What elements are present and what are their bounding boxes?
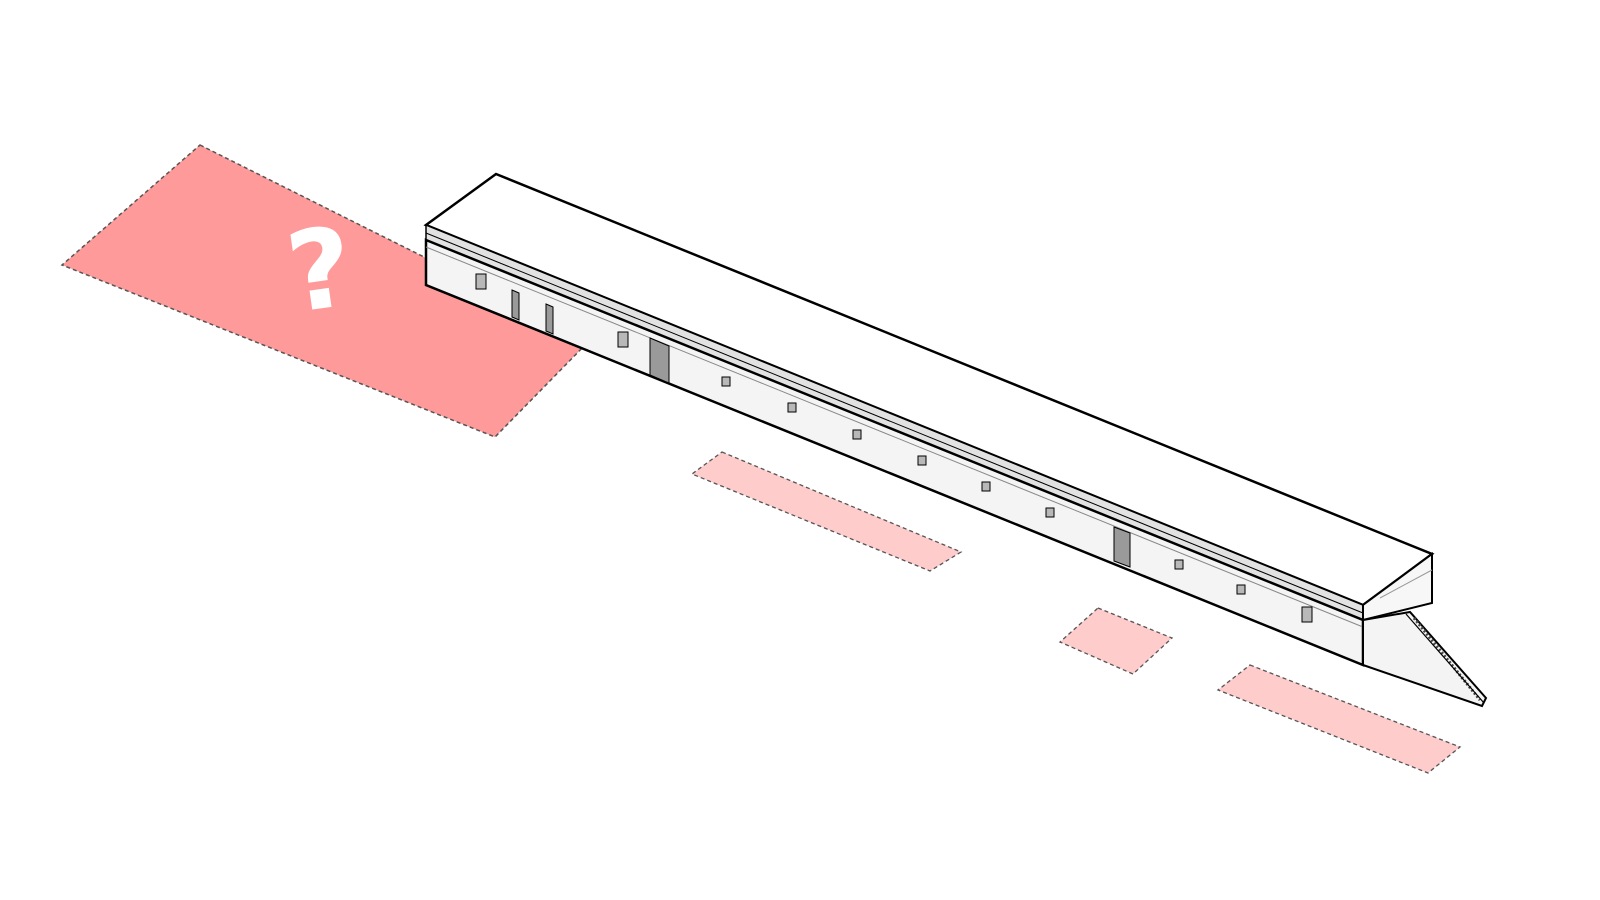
window xyxy=(981,481,991,492)
building-roof-edge-line xyxy=(425,232,1364,614)
window xyxy=(1174,559,1184,570)
door xyxy=(649,337,670,384)
window xyxy=(852,429,862,440)
window xyxy=(1045,507,1055,518)
building-stair-rail xyxy=(1412,617,1482,701)
building-end-shadow xyxy=(1379,569,1433,599)
small-zone-3 xyxy=(1216,664,1462,774)
window xyxy=(1236,584,1246,595)
door xyxy=(1113,526,1131,568)
long-building xyxy=(423,172,1488,708)
building-end-face xyxy=(1362,552,1433,622)
window xyxy=(917,455,927,466)
building-facade-ledge xyxy=(425,246,1364,628)
small-zone-2 xyxy=(1058,607,1174,675)
window xyxy=(475,273,487,290)
door xyxy=(511,289,520,321)
window xyxy=(1301,606,1313,623)
building-stair xyxy=(1362,610,1488,708)
door xyxy=(545,303,554,335)
window xyxy=(721,376,731,387)
window xyxy=(787,402,797,413)
building-stair-rail-edge xyxy=(1405,613,1485,704)
small-zone-1 xyxy=(690,451,963,572)
window xyxy=(617,331,629,348)
